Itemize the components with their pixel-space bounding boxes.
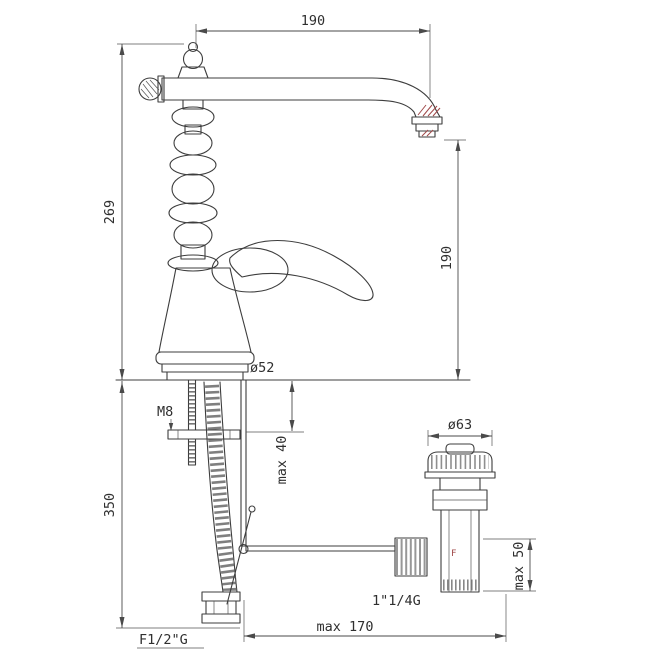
spout-arm <box>138 75 441 118</box>
body-cone <box>158 267 252 353</box>
dim-waste-diameter: ø63 <box>427 417 493 446</box>
dim-body-height-label: 269 <box>102 200 118 224</box>
dim-hose-drop-label: 350 <box>102 493 118 517</box>
waste-plug-knob <box>445 443 475 455</box>
popup-linkage <box>226 379 396 605</box>
base-flange <box>155 351 255 381</box>
popup-horizontal-rod <box>245 545 396 552</box>
dim-horizontal-span: max 170 <box>243 594 507 642</box>
m8-fixing-stud <box>167 379 241 466</box>
knurled-nut <box>394 537 428 577</box>
dim-spout-outlet-height-label: 190 <box>439 246 455 270</box>
spout-end-knob <box>138 77 162 101</box>
aerator <box>411 104 443 138</box>
dim-spout-reach-label: 190 <box>301 13 325 29</box>
dim-body-height: 269 <box>102 43 184 380</box>
hose-end-fitting <box>201 591 241 624</box>
stud-thread-label: M8 <box>157 404 173 420</box>
hose-thread-label: F1/2"G <box>139 632 188 648</box>
lever-handle <box>211 240 374 302</box>
waste-assembly: F <box>394 443 496 593</box>
hose-thread-callout: F1/2"G <box>137 632 204 649</box>
dim-max-top-thickness: max 40 <box>246 381 304 484</box>
waste-mark-label: F <box>451 549 456 559</box>
stud-callout: M8 <box>157 404 173 431</box>
dim-max-top-thickness-label: max 40 <box>274 436 290 485</box>
faucet-outline <box>138 41 443 381</box>
popup-pivot <box>238 543 249 555</box>
dim-waste-depth: max 50 <box>483 538 536 592</box>
base-diameter-label: ø52 <box>250 360 274 376</box>
turned-column <box>167 99 219 272</box>
dim-spout-reach: 190 <box>195 13 431 98</box>
braided-hose <box>201 381 241 624</box>
dim-spout-outlet-height: 190 <box>439 139 466 380</box>
finial <box>177 41 209 79</box>
waste-tailpiece <box>440 509 480 593</box>
dim-hose-drop: 350 <box>102 381 240 629</box>
popup-vertical-rod <box>240 379 247 547</box>
dim-waste-diameter-label: ø63 <box>448 417 472 433</box>
popup-lever-rod <box>226 511 252 605</box>
mounting-nut-plate <box>167 429 241 440</box>
waste-thread-label: 1"1/4G <box>372 593 421 609</box>
dim-horizontal-span-label: max 170 <box>317 619 374 635</box>
waste-cap <box>427 451 493 473</box>
dim-waste-depth-label: max 50 <box>511 542 527 591</box>
